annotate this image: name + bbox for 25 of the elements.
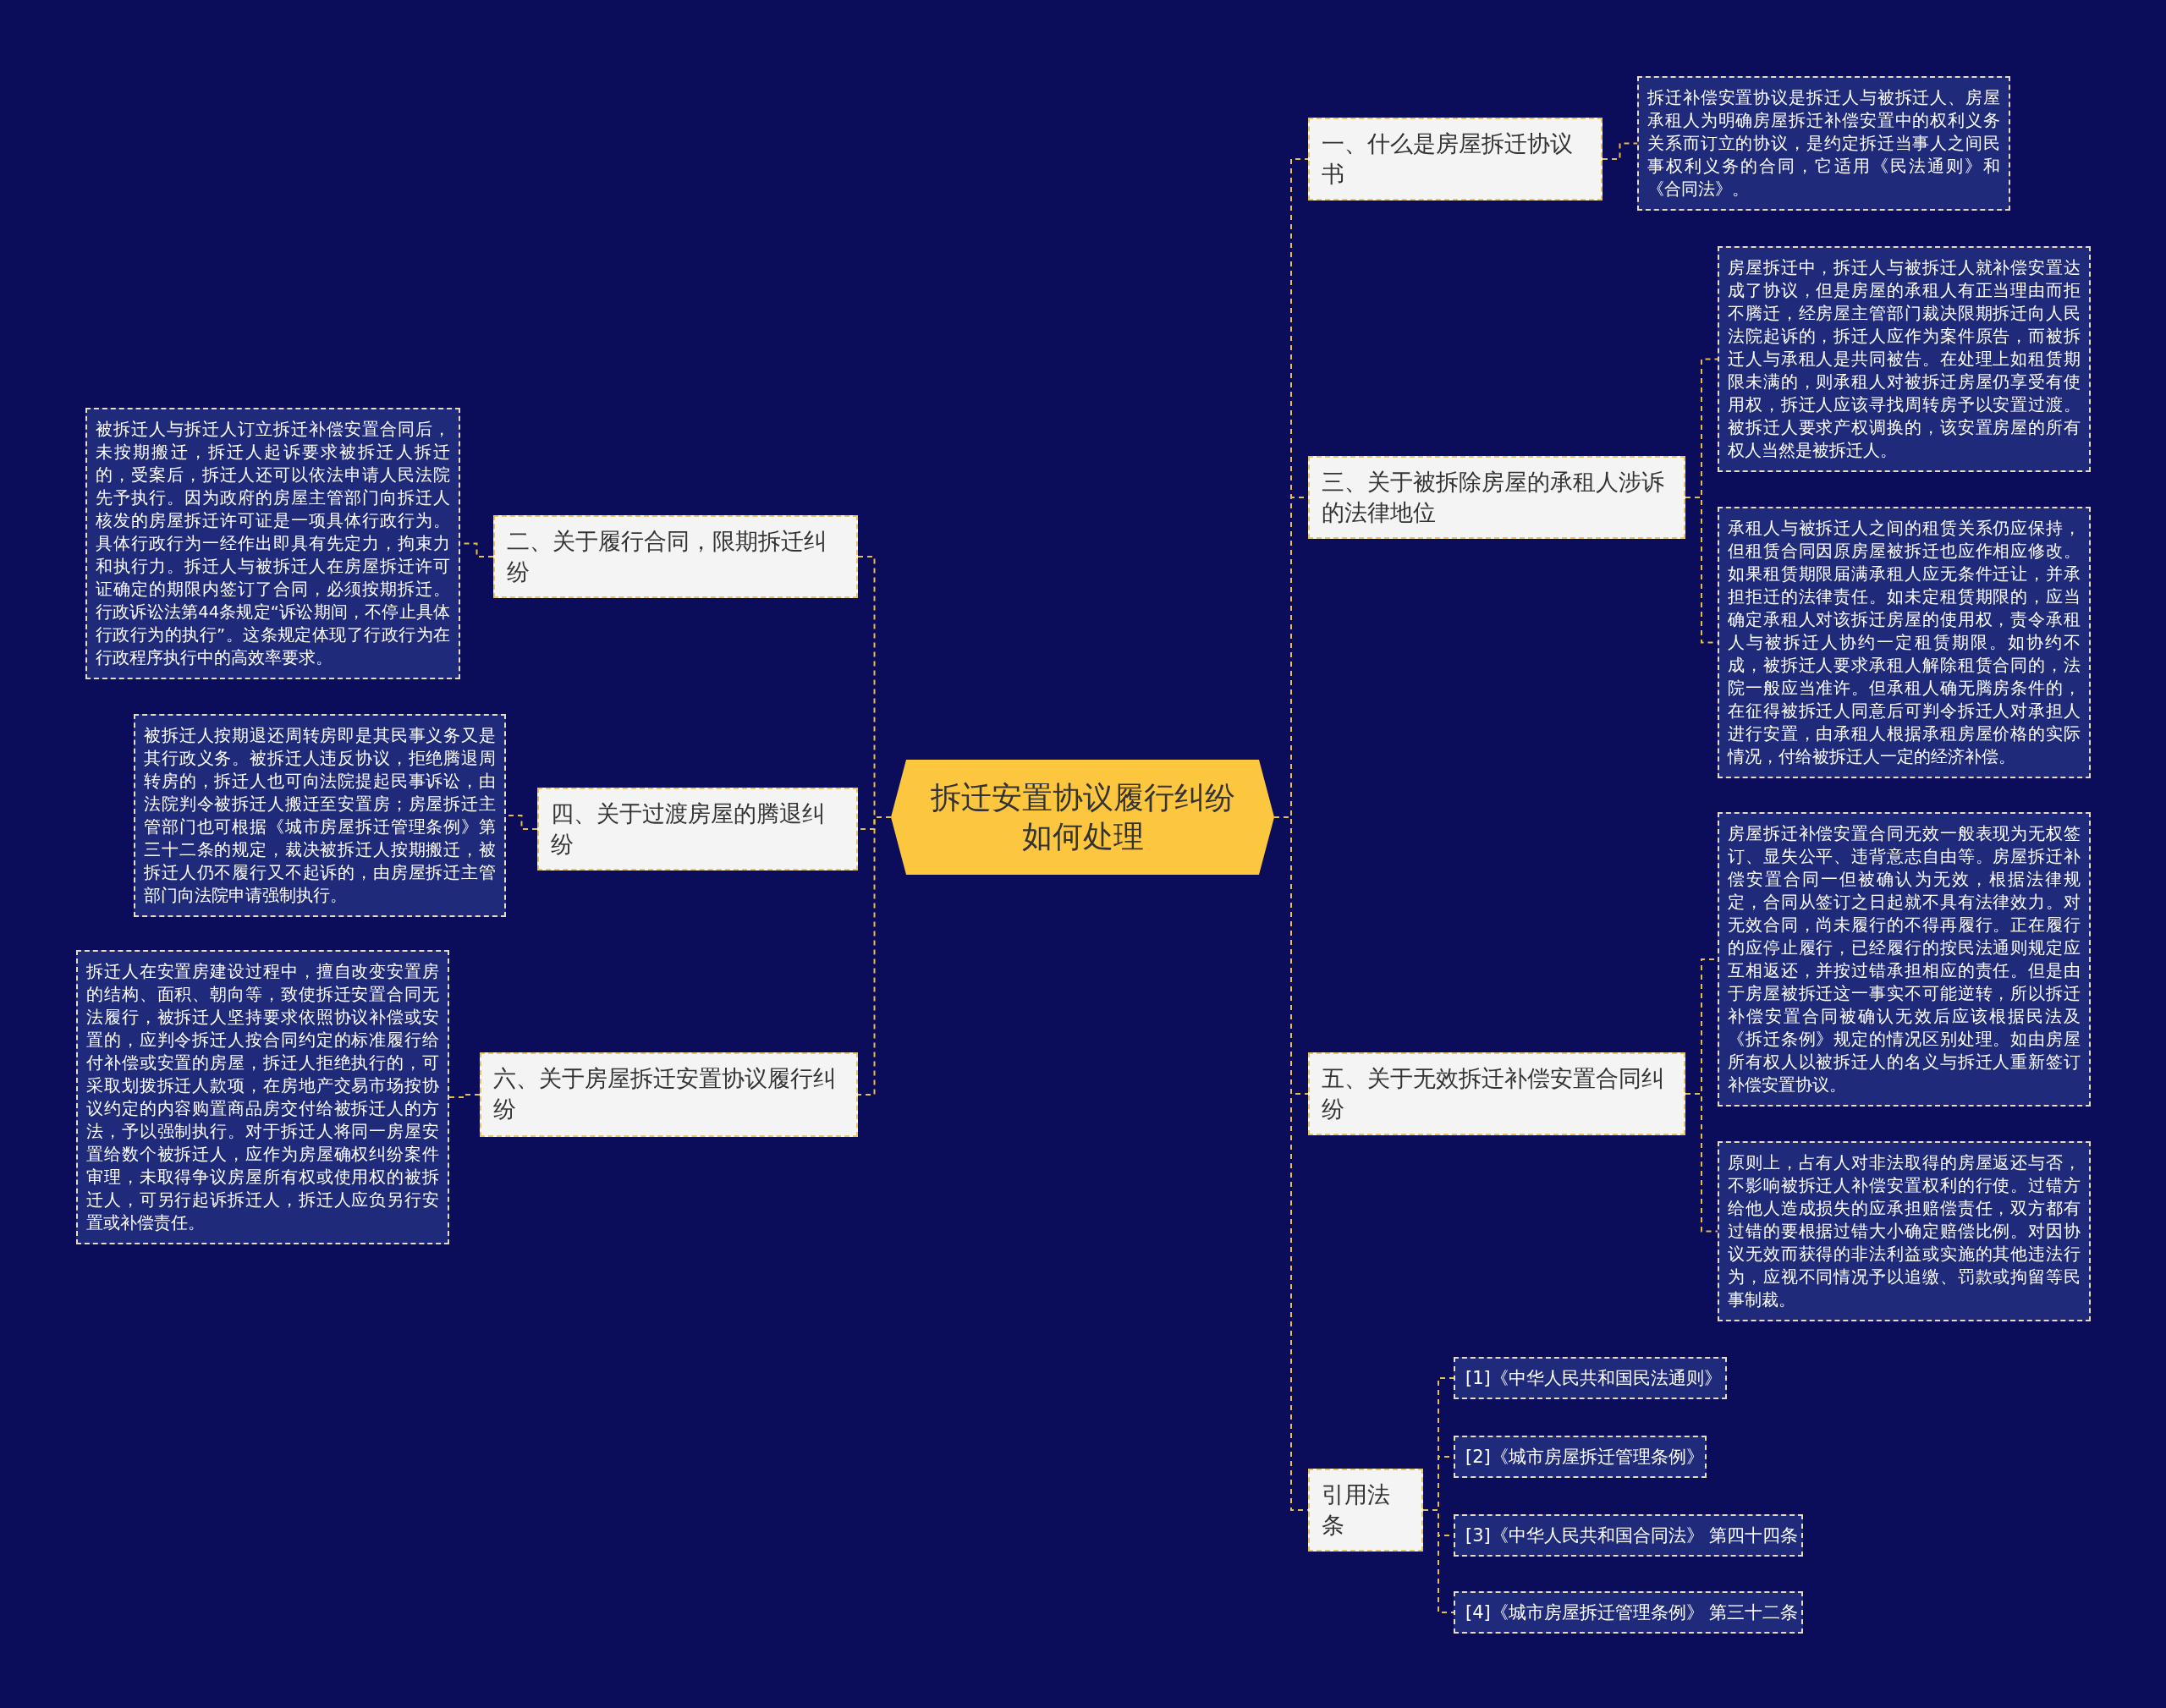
note-box: 被拆迁人按期退还周转房即是其民事义务又是其行政义务。被拆迁人违反协议，拒绝腾退周转房的，拆迁人也可向法院提起民事诉讼，由法院判令被拆迁人搬迁至安置房；房屋拆迁主管部门也可根据《城市房屋拆迁管理条例》第三十二条的规定，裁决被拆迁人按期搬迁，被拆迁人仍不履行又不起诉的，由房屋拆迁主管部门向法院申请强制执行。 — [134, 714, 506, 917]
reference-box: [1]《中华人民共和国民法通则》 — [1454, 1357, 1727, 1399]
connector-line — [1422, 1509, 1454, 1613]
connector-line — [1685, 1093, 1718, 1233]
topic-box: 四、关于过渡房屋的腾退纠纷 — [537, 788, 858, 870]
topic-box: 六、关于房屋拆迁安置协议履行纠纷 — [480, 1052, 858, 1137]
reference-box: [4]《城市房屋拆迁管理条例》 第三十二条 — [1454, 1591, 1803, 1634]
note-box: 房屋拆迁补偿安置合同无效一般表现为无权签订、显失公平、违背意志自由等。房屋拆迁补偿安置合同一但被确认为无效，根据法律规定，合同从签订之日起就不具有法律效力。对无效合同，尚未履行的不得再履行。正在履行的应停止履行，已经履行的按民法通则规定应互相返还，并按过错承担相应的责任。但是由于房屋被拆迁这一事实不可能逆转，所以拆迁补偿安置合同被确认无效后应该根据民法及《拆迁条例》规定的情况区别处理。如由房屋所有权人以被拆迁人的名义与拆迁人重新签订补偿安置协议。 — [1718, 812, 2091, 1107]
topic-box: 二、关于履行合同，限期拆迁纠纷 — [493, 515, 858, 598]
central-topic: 拆迁安置协议履行纠纷如何处理 — [891, 760, 1274, 875]
topic-box: 引用法条 — [1308, 1469, 1423, 1551]
topic-box: 一、什么是房屋拆迁协议书 — [1308, 118, 1603, 200]
connector-line — [857, 816, 892, 1096]
note-box: 拆迁补偿安置协议是拆迁人与被拆迁人、房屋承租人为明确房屋拆迁补偿安置中的权利义务关系而订立的协议，是约定拆迁当事人之间民事权利义务的合同，它适用《民法通则》和《合同法》。 — [1637, 76, 2010, 211]
reference-box: [2]《城市房屋拆迁管理条例》 — [1454, 1436, 1707, 1478]
note-box: 拆迁人在安置房建设过程中，擅自改变安置房的结构、面积、朝向等，致使拆迁安置合同无法履行，被拆迁人坚持要求依照协议补偿或安置的，应判令拆迁人按合同约定的标准履行给付补偿或安置的房屋，拆迁人拒绝执行的，可采取划拨拆迁人款项，在房地产交易市场按协议约定的内容购置商品房交付给被拆迁人的方法，予以强制执行。对于拆迁人将同一房屋安置给数个被拆迁人，应作为房屋确权纠纷案件审理，未取得争议房屋所有权或使用权的被拆迁人，可另行起诉拆迁人，拆迁人应负另行安置或补偿责任。 — [76, 950, 449, 1244]
connector-line — [448, 1094, 481, 1098]
note-box: 房屋拆迁中，拆迁人与被拆迁人就补偿安置达成了协议，但是房屋的承租人有正当理由而拒不腾迁，经房屋主管部门裁决限期拆迁向人民法院起诉的，拆迁人应作为案件原告，而被拆迁人与承租人是共同被告。在处理上如租赁期限未满的，则承租人对被拆迁房屋仍享受有使用权，拆迁人应该寻找周转房予以安置过渡。被拆迁人要求产权调换的，该安置房屋的所有权人当然是被拆迁人。 — [1718, 246, 2091, 472]
topic-box: 五、关于无效拆迁补偿安置合同纠纷 — [1308, 1052, 1685, 1135]
reference-box: [3]《中华人民共和国合同法》 第四十四条 — [1454, 1514, 1803, 1557]
note-box: 被拆迁人与拆迁人订立拆迁补偿安置合同后，未按期搬迁，拆迁人起诉要求被拆迁人拆迁的，受案后，拆迁人还可以依法申请人民法院先予执行。因为政府的房屋主管部门向拆迁人核发的房屋拆迁许可证是一项具体行政行为。具体行政行为一经作出即具有先定力，拘束力和执行力。拆迁人与被拆迁人在房屋拆迁许可证确定的期限内签订了合同，必须按期拆迁。行政诉讼法第44条规定“诉讼期间，不停止具体行政行为的执行”。这条规定体现了行政行为在行政程序执行中的高效率要求。 — [85, 408, 460, 679]
connector-line — [1602, 142, 1638, 160]
topic-box: 三、关于被拆除房屋的承租人涉诉的法律地位 — [1308, 456, 1685, 539]
note-box: 承租人与被拆迁人之间的租赁关系仍应保持，但租赁合同因原房屋被拆迁也应作相应修改。如果租赁期限届满承租人应无条件迁让，并承担拒迁的法律责任。如未定租赁期限的，应当确定承租人对该拆迁房屋的使用权，责令承租人与被拆迁人协约一定租赁期限。如协约不成，被拆迁人要求承租人解除租赁合同的，法院一般应当准许。但承租人确无腾房条件的，在征得被拆迁人同意后可判令拆迁人对承担人进行安置，由承租人根据承租房屋价格的实际情况，付给被拆迁人一定的经济补偿。 — [1718, 507, 2091, 778]
note-box: 原则上，占有人对非法取得的房屋返还与否，不影响被拆迁人补偿安置权利的行使。过错方给他人造成损失的应承担赔偿责任，双方都有过错的要根据过错大小确定赔偿比例。对因协议无效而获得的非法利益或实施的其他违法行为，应视不同情况予以追缴、罚款或拘留等民事制裁。 — [1718, 1141, 2091, 1321]
